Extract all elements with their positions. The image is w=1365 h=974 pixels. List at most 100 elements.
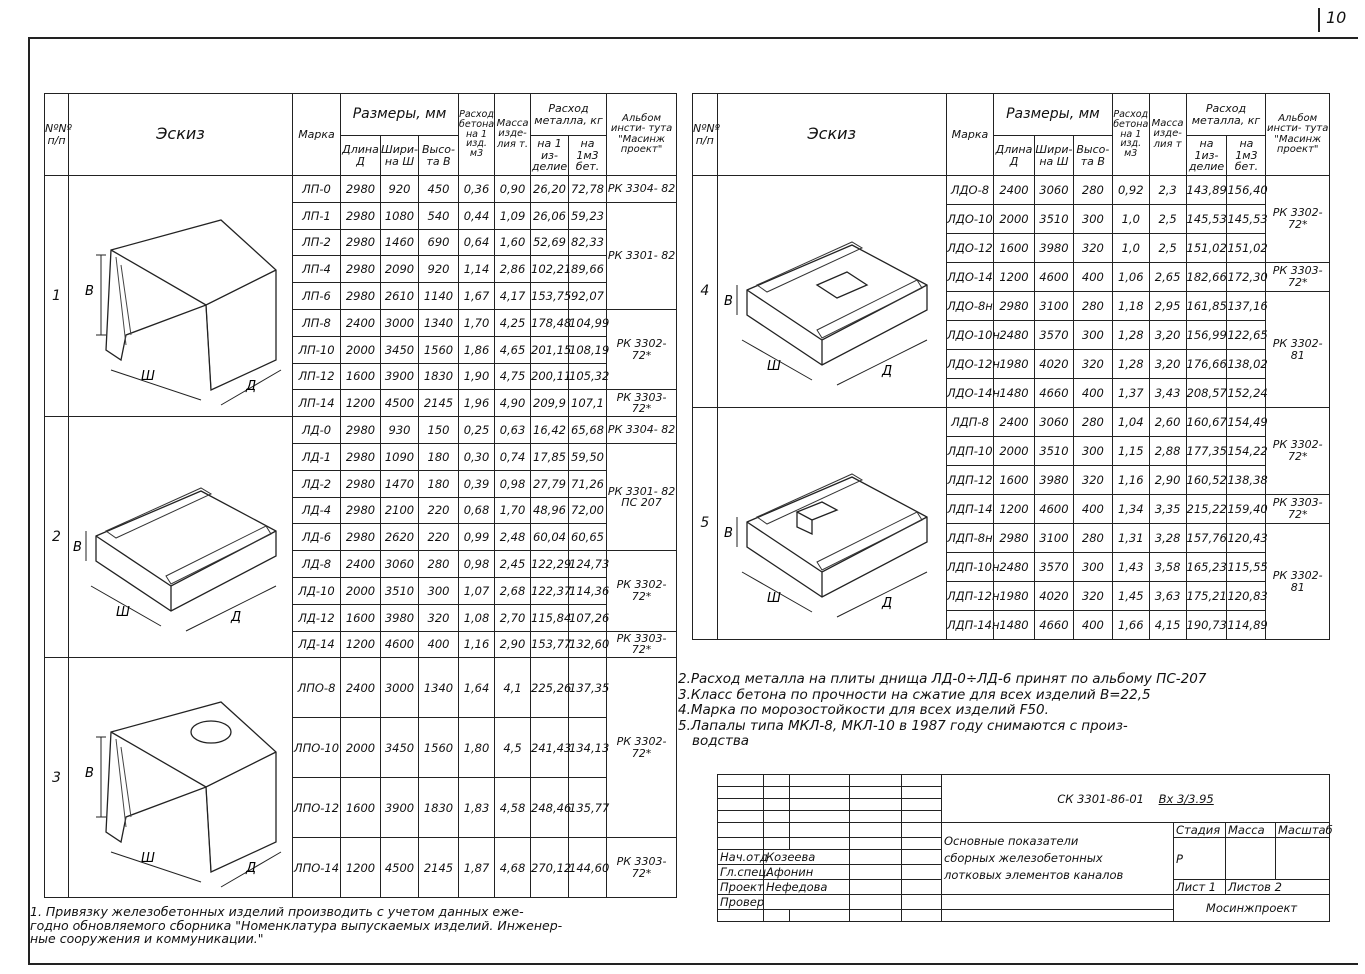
metal-per-m3-cell: 72,78 [568, 175, 608, 203]
mark-cell: ЛДО-8 [945, 175, 995, 205]
metal-per-m3-cell: 135,77 [568, 777, 609, 839]
title-line-1: Основные показатели [944, 834, 1079, 848]
concrete-cell: 1,0 [1111, 204, 1150, 234]
length-cell: 2480 [993, 320, 1035, 350]
mass-cell: 2,68 [494, 576, 532, 605]
label-b: В [724, 526, 733, 541]
metal-per-item-cell: 26,20 [530, 175, 570, 203]
album-ref: РК 3303- 72* [606, 630, 678, 659]
mass-cell: 2,86 [494, 255, 532, 284]
concrete-cell: 1,34 [1111, 494, 1150, 524]
stage-value: Р [1173, 837, 1226, 880]
height-cell: 2145 [417, 837, 460, 899]
mark-cell: ЛП-14 [292, 389, 341, 418]
mass-cell: 2,65 [1148, 262, 1187, 292]
concrete-cell: 1,80 [458, 717, 496, 779]
mass-cell: 3,43 [1148, 378, 1187, 408]
metal-per-item-cell: 165,23 [1185, 552, 1228, 582]
metal-per-m3-cell: 154,49 [1226, 407, 1268, 437]
name-3: Нефедова [763, 879, 850, 895]
mass-cell: 3,35 [1148, 494, 1187, 524]
mark-cell: ЛП-12 [292, 362, 341, 391]
height-cell: 220 [417, 496, 460, 525]
sheet-number: 10 [1318, 8, 1358, 32]
metal-per-item-cell: 27,79 [530, 469, 570, 498]
metal-per-m3-cell: 172,30 [1226, 262, 1268, 292]
label-d: Д [881, 596, 892, 611]
mark-cell: ЛП-6 [292, 282, 341, 310]
mass-cell: 0,98 [494, 469, 532, 498]
length-cell: 1200 [340, 837, 381, 899]
metal-per-m3-cell: 137,16 [1226, 291, 1268, 321]
width-cell: 3980 [380, 603, 419, 632]
metal-per-item-cell: 17,85 [530, 442, 570, 471]
mass-cell: 4,58 [494, 777, 532, 839]
metal-per-item-cell: 208,57 [1185, 378, 1228, 408]
length-cell: 2400 [993, 407, 1035, 437]
header-width: Шири- на Ш [1033, 135, 1074, 176]
metal-per-m3-cell: 152,24 [1226, 378, 1268, 408]
height-cell: 300 [1072, 204, 1113, 234]
mass-cell: 3,20 [1148, 349, 1187, 379]
length-cell: 1200 [993, 494, 1035, 524]
label-b: В [724, 294, 733, 309]
width-cell: 1470 [380, 469, 419, 498]
height-cell: 2145 [417, 389, 460, 418]
length-cell: 2980 [340, 228, 381, 257]
concrete-cell: 1,86 [458, 335, 496, 364]
sheet-label: Лист 1 [1173, 879, 1226, 895]
header-num: NºNº п/п [692, 93, 720, 176]
metal-per-item-cell: 270,12 [530, 837, 571, 899]
metal-per-item-cell: 215,22 [1185, 494, 1228, 524]
height-cell: 180 [417, 469, 460, 498]
height-cell: 300 [1072, 552, 1113, 582]
metal-per-m3-cell: 132,60 [568, 630, 609, 659]
length-cell: 2980 [340, 255, 381, 284]
height-cell: 1140 [417, 282, 460, 310]
concrete-cell: 0,30 [458, 442, 496, 471]
label-w: Ш [767, 591, 781, 606]
height-cell: 320 [1072, 465, 1113, 495]
width-cell: 4600 [1033, 262, 1074, 292]
mark-cell: ЛД-8 [292, 550, 341, 578]
mark-cell: ЛД-6 [292, 523, 341, 552]
width-cell: 1080 [380, 201, 419, 230]
role-4: Провер [717, 894, 764, 910]
header-metal: Расход металла, кг [1185, 93, 1267, 136]
mark-cell: ЛД-4 [292, 496, 341, 525]
width-cell: 4500 [380, 389, 419, 418]
mark-cell: ЛПО-8 [292, 657, 341, 719]
title-line-3: лотковых элементов каналов [944, 868, 1124, 882]
sketch-cell: В Ш Д [716, 407, 947, 640]
mark-cell: ЛДО-8н [945, 291, 995, 321]
height-cell: 320 [1072, 581, 1113, 611]
length-cell: 2000 [340, 717, 381, 779]
concrete-cell: 1,28 [1111, 349, 1150, 379]
mark-cell: ЛП-4 [292, 255, 341, 284]
width-cell: 3570 [1033, 320, 1074, 350]
height-cell: 280 [1072, 523, 1113, 553]
header-num: NºNº п/п [44, 93, 72, 176]
header-sketch: Эскиз [68, 93, 293, 176]
mark-cell: ЛП-8 [292, 308, 341, 337]
concrete-cell: 1,87 [458, 837, 496, 899]
metal-per-item-cell: 153,75 [530, 282, 571, 310]
metal-per-m3-cell: 89,66 [568, 255, 608, 284]
length-cell: 2980 [993, 291, 1035, 321]
height-cell: 300 [1072, 436, 1113, 466]
role-1: Нач.отд [717, 849, 768, 865]
concrete-cell: 1,14 [458, 255, 496, 284]
concrete-cell: 1,67 [458, 282, 496, 310]
metal-per-m3-cell: 60,65 [568, 523, 608, 552]
mark-cell: ЛДП-14н [945, 610, 1000, 640]
length-cell: 2980 [340, 469, 381, 498]
album-ref: РК 3302- 81 [1265, 523, 1330, 640]
